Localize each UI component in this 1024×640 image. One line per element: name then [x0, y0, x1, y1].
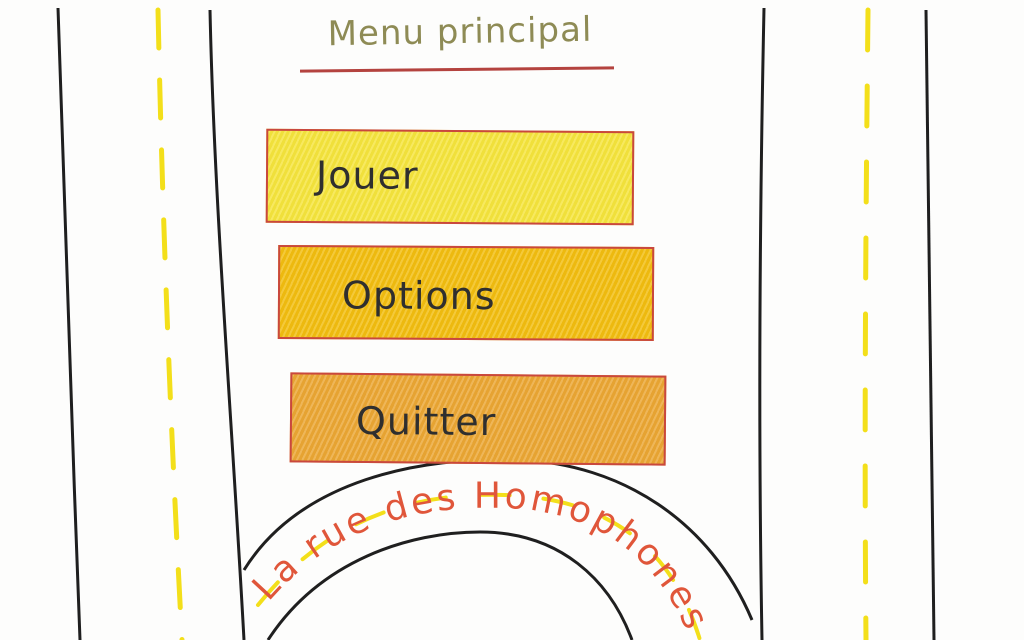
left-road-center-dashes	[155, 7, 185, 640]
play-button[interactable]: Jouer	[265, 128, 635, 226]
road-name-label: La rue des Homophones	[245, 476, 717, 638]
arch-road-inner-edge	[266, 530, 634, 640]
right-road-edge-outer	[924, 9, 936, 640]
left-road-edge-outer	[56, 7, 82, 640]
right-road-edge-inner	[758, 7, 766, 640]
menu-title: Menu principal	[327, 9, 593, 55]
left-road-edge-inner	[208, 9, 246, 640]
options-button-label: Options	[341, 273, 496, 319]
options-button[interactable]: Options	[277, 245, 655, 341]
arch-road-center-dashes	[256, 492, 702, 640]
play-button-label: Jouer	[315, 153, 419, 198]
quit-button[interactable]: Quitter	[289, 372, 667, 466]
right-road-center-dashes	[862, 7, 871, 640]
quit-button-label: Quitter	[355, 398, 497, 445]
